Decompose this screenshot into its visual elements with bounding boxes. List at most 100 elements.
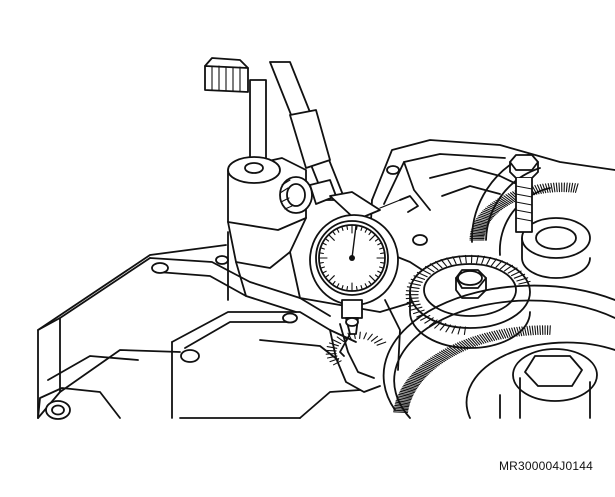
middle-gear-tooth bbox=[413, 275, 426, 280]
middle-gear-tooth bbox=[405, 290, 419, 293]
lower-gear-tooth bbox=[428, 358, 441, 366]
upper-gear-tooth bbox=[505, 194, 516, 203]
dial-tick bbox=[318, 252, 324, 255]
upper-gear-tooth bbox=[544, 183, 549, 193]
lower-gear-tooth bbox=[403, 384, 418, 390]
lower-gear-tooth bbox=[394, 404, 410, 408]
middle-gear-tooth bbox=[457, 326, 461, 335]
lower-gear-tooth bbox=[486, 332, 493, 342]
lower-gear-tooth bbox=[479, 334, 487, 344]
upper-gear-tooth bbox=[536, 184, 542, 194]
upper-gear-tooth bbox=[469, 234, 485, 237]
dial-tick bbox=[368, 280, 372, 286]
dial-tick bbox=[341, 285, 344, 290]
lower-gear-tooth bbox=[463, 339, 472, 349]
lower-gear-tooth bbox=[496, 330, 502, 340]
lower-gear-tooth bbox=[452, 344, 463, 353]
lower-gear-tooth bbox=[529, 325, 532, 336]
lower-gear-tooth bbox=[518, 326, 523, 337]
lower-gear-tooth bbox=[491, 331, 498, 341]
small-pinion-tooth bbox=[332, 360, 342, 366]
lower-gear-tooth bbox=[430, 357, 442, 365]
upper-gear-tooth bbox=[553, 182, 556, 193]
upper-gear-tooth bbox=[493, 201, 505, 208]
dial-tick bbox=[380, 252, 386, 255]
lower-gear-tooth bbox=[549, 325, 551, 336]
lower-gear-tooth bbox=[437, 352, 449, 360]
small-pinion-tooth bbox=[325, 352, 337, 355]
lower-gear-tooth bbox=[406, 380, 421, 386]
dial-tick bbox=[328, 234, 335, 241]
lower-gear-tooth bbox=[484, 332, 491, 343]
dial-tick bbox=[336, 283, 340, 288]
upper-gear-tooth bbox=[503, 195, 514, 204]
dial-tick bbox=[336, 228, 340, 233]
upper-gear-tooth bbox=[473, 222, 488, 227]
upper-gear-tooth bbox=[472, 224, 488, 228]
dial-tick bbox=[377, 270, 382, 274]
dial-tick bbox=[346, 224, 349, 230]
upper-gear-tooth bbox=[477, 216, 492, 222]
upper-gear-tooth bbox=[550, 182, 554, 193]
middle-gear-tooth bbox=[445, 324, 451, 333]
lower-gear-tooth bbox=[421, 363, 435, 370]
lower-gear-tooth bbox=[404, 383, 419, 388]
middle-gear-tooth bbox=[513, 273, 526, 279]
dial-tick bbox=[368, 230, 372, 236]
upper-gear-tooth bbox=[482, 210, 496, 216]
upper-gear-tooth bbox=[470, 231, 486, 234]
dial-tick bbox=[328, 275, 335, 282]
lower-gear-tooth bbox=[435, 353, 447, 362]
middle-gear-tooth bbox=[490, 258, 498, 267]
upper-gear-tooth bbox=[483, 209, 497, 215]
dial-tick bbox=[320, 266, 325, 269]
dial-tick bbox=[369, 234, 376, 241]
dial-tick bbox=[346, 286, 349, 292]
middle-gear-tooth bbox=[507, 267, 518, 274]
middle-gear-tooth bbox=[429, 263, 439, 271]
small-pinion-tooth bbox=[325, 349, 337, 352]
lower-gear bbox=[382, 284, 615, 419]
dial-tick bbox=[364, 283, 368, 288]
middle-gear-tooth bbox=[510, 270, 522, 277]
upper-gear-tooth bbox=[485, 207, 498, 214]
upper-gear-tooth bbox=[507, 193, 517, 202]
dial-tick bbox=[320, 247, 325, 250]
upper-gear-tooth bbox=[480, 211, 495, 218]
middle-gear-tooth bbox=[434, 321, 442, 329]
small-pinion-tooth bbox=[326, 346, 338, 349]
dial-tick bbox=[341, 226, 344, 231]
upper-gear-tooth bbox=[488, 204, 501, 212]
upper-gear-tooth bbox=[534, 184, 540, 195]
lower-gear-tooth bbox=[393, 408, 409, 411]
upper-gear-tooth bbox=[475, 219, 490, 224]
indicator-stand bbox=[204, 57, 346, 299]
lower-gear-tooth bbox=[531, 325, 534, 336]
lower-gear-tooth bbox=[536, 325, 539, 336]
lower-gear-tooth bbox=[413, 371, 427, 378]
middle-gear-tooth bbox=[451, 325, 456, 334]
upper-gear-tooth bbox=[479, 213, 494, 219]
lower-gear-tooth bbox=[395, 401, 411, 405]
dial-tick bbox=[318, 261, 324, 264]
upper-gear-tooth bbox=[565, 182, 568, 193]
middle-gear-tooth bbox=[516, 277, 529, 282]
middle-gear-tooth bbox=[406, 300, 420, 304]
upper-gear-tooth bbox=[472, 226, 487, 230]
dial-tick bbox=[360, 285, 363, 290]
lower-gear-tooth bbox=[465, 338, 474, 348]
lower-gear-tooth bbox=[395, 400, 411, 403]
lower-gear-tooth bbox=[393, 406, 409, 409]
lower-gear-tooth bbox=[433, 355, 445, 363]
dial-tick bbox=[364, 228, 368, 233]
upper-gear-tooth bbox=[568, 182, 571, 193]
middle-gear-tooth bbox=[464, 254, 467, 264]
upper-gear-tooth bbox=[555, 182, 558, 193]
lower-gear-tooth bbox=[398, 392, 414, 396]
lower-gear-tooth bbox=[397, 395, 413, 399]
dial-tick bbox=[374, 238, 380, 242]
middle-gear-tooth bbox=[416, 312, 428, 318]
upper-gear-tooth bbox=[478, 214, 493, 220]
gear-train bbox=[325, 153, 615, 419]
